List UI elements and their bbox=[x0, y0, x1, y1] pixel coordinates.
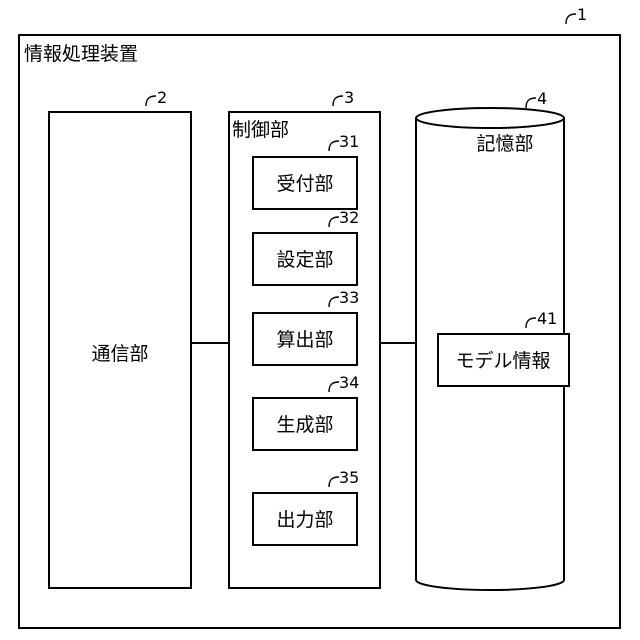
storage-item-label: モデル情報 bbox=[455, 350, 550, 372]
control-ref: 3 bbox=[344, 88, 354, 107]
control-unit-label: 受付部 bbox=[276, 173, 333, 195]
control-unit-ref: 35 bbox=[339, 468, 359, 487]
control-unit-label: 算出部 bbox=[276, 329, 333, 351]
communication-block: 通信部 2 bbox=[49, 88, 191, 588]
control-unit-ref: 32 bbox=[339, 208, 359, 227]
control-block: 制御部 3 受付部 31 設定部 32 算出部 33 生成部 bbox=[229, 88, 380, 588]
control-unit-ref: 33 bbox=[339, 288, 359, 307]
storage-item-ref: 41 bbox=[537, 309, 557, 328]
device-label: 情報処理装置 bbox=[24, 43, 138, 65]
control-unit-label: 生成部 bbox=[276, 414, 333, 436]
control-unit-ref: 34 bbox=[339, 373, 359, 392]
storage-label: 記憶部 bbox=[476, 133, 533, 155]
control-unit-ref: 31 bbox=[339, 132, 359, 151]
storage-cylinder-top bbox=[416, 108, 564, 128]
device-ref: 1 bbox=[577, 5, 587, 24]
device-ref-leader bbox=[566, 14, 576, 24]
communication-ref: 2 bbox=[157, 88, 167, 107]
control-label: 制御部 bbox=[232, 119, 289, 141]
storage-block: 記憶部 4 モデル情報 41 bbox=[416, 89, 569, 590]
control-unit-label: 出力部 bbox=[276, 509, 333, 531]
communication-label: 通信部 bbox=[91, 343, 148, 365]
control-unit-label: 設定部 bbox=[276, 249, 333, 271]
storage-ref: 4 bbox=[537, 89, 547, 108]
